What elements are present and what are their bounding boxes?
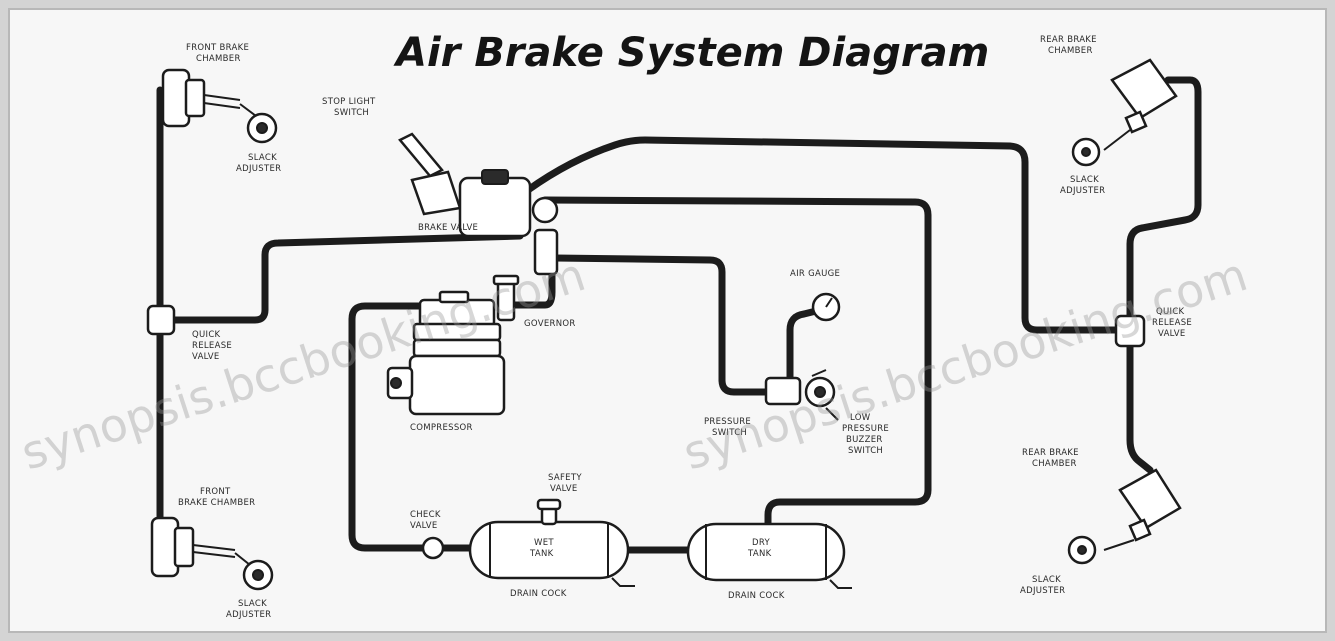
label-governor: GOVERNOR: [524, 319, 576, 329]
label-slack-adjuster-top-left: SLACK ADJUSTER: [236, 153, 281, 174]
brake-valve-assembly: [398, 132, 559, 276]
label-pressure-switch: PRESSURE SWITCH: [704, 417, 754, 438]
watermark-right: synopsis.bccbooking.com: [677, 247, 1254, 480]
label-safety-valve: SAFETY VALVE: [548, 473, 585, 494]
pipe-brake-valve-to-rear: [524, 136, 1122, 334]
governor: [492, 274, 520, 322]
label-air-gauge: AIR GAUGE: [790, 269, 840, 279]
front-brake-chamber-bottom: [150, 516, 274, 591]
pipe-to-pressure-switch: [551, 254, 774, 396]
label-rear-brake-chamber-top: REAR BRAKE CHAMBER: [1040, 35, 1100, 56]
label-drain-cock-1: DRAIN COCK: [510, 589, 567, 599]
label-check-valve: CHECK VALVE: [410, 510, 444, 531]
label-low-pressure-buzzer: LOW PRESSURE BUZZER SWITCH: [842, 413, 892, 456]
label-slack-adjuster-bottom-right: SLACK ADJUSTER: [1020, 575, 1065, 596]
safety-valve: [536, 498, 562, 526]
label-front-brake-chamber-bottom: FRONT BRAKE CHAMBER: [178, 487, 255, 508]
pipe-front-to-brake-valve: [156, 232, 524, 324]
labels: FRONT BRAKE CHAMBER SLACK ADJUSTER STOP …: [178, 35, 1195, 620]
label-quick-release-valve-left: QUICK RELEASE VALVE: [192, 330, 235, 362]
rear-brake-chamber-top: [1071, 58, 1178, 167]
label-drain-cock-2: DRAIN COCK: [728, 591, 785, 601]
compressor: [386, 290, 506, 416]
label-slack-adjuster-top-right: SLACK ADJUSTER: [1060, 175, 1105, 196]
rear-brake-chamber-bottom: [1067, 468, 1182, 565]
quick-release-valve-right: [1114, 314, 1146, 348]
label-dry-tank: DRY TANK: [747, 538, 773, 559]
pipe-rear-top: [1126, 76, 1202, 322]
watermarks: synopsis.bccbooking.com synopsis.bccbook…: [15, 247, 1254, 480]
label-rear-brake-chamber-bottom: REAR BRAKE CHAMBER: [1022, 448, 1082, 469]
diagram-title: Air Brake System Diagram: [393, 30, 989, 76]
pipe-compressor-to-check-valve: [348, 302, 429, 552]
label-brake-valve: BRAKE VALVE: [418, 223, 478, 233]
pressure-switch-assembly: [764, 369, 839, 421]
label-slack-adjuster-bottom-left: SLACK ADJUSTER: [226, 599, 271, 620]
air-gauge: [811, 292, 841, 322]
dry-tank: [686, 522, 852, 589]
pipe-dry-tank-to-brake-valve: [541, 196, 932, 534]
label-wet-tank: WET TANK: [529, 538, 557, 559]
label-compressor: COMPRESSOR: [410, 423, 473, 433]
quick-release-valve-left: [146, 304, 176, 336]
check-valve: [421, 536, 445, 560]
label-stop-light-switch: STOP LIGHT SWITCH: [322, 97, 379, 118]
label-front-brake-chamber-top: FRONT BRAKE CHAMBER: [186, 43, 252, 64]
pipe-network: [156, 76, 1202, 554]
pipe-air-gauge: [786, 306, 824, 386]
pipe-governor: [506, 258, 556, 309]
pipe-rear-bottom: [1126, 341, 1154, 474]
label-quick-release-valve-right: QUICK RELEASE VALVE: [1152, 307, 1195, 339]
front-brake-chamber-top: [161, 68, 278, 144]
